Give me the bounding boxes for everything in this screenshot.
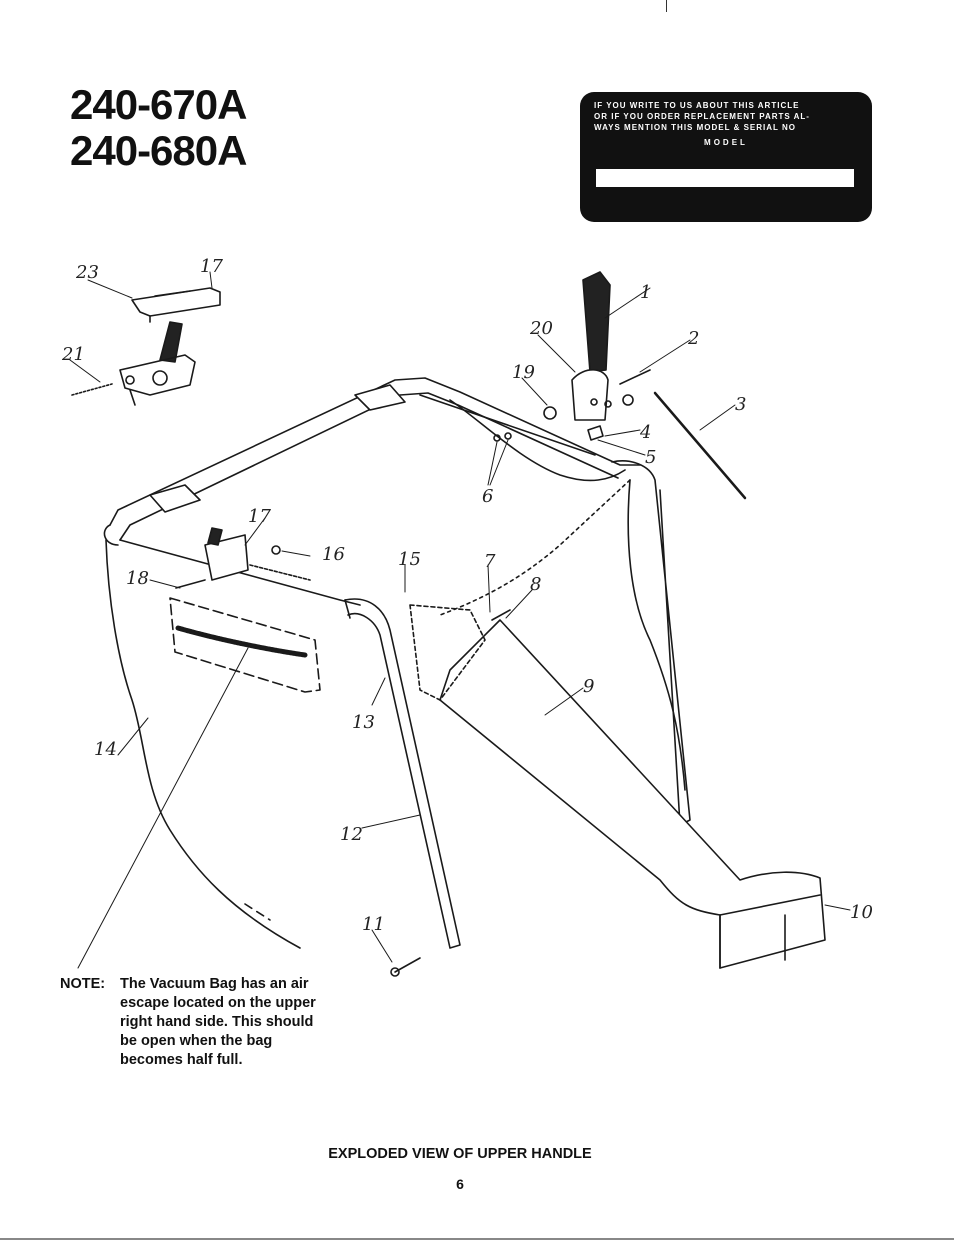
callout-10: 10 [850, 902, 873, 923]
callout-17: 17 [248, 506, 271, 527]
callout-19: 19 [512, 362, 535, 383]
callout-7: 7 [484, 551, 496, 572]
fastener-parts [175, 527, 511, 977]
model-numbers: 240-670A 240-680A [70, 81, 247, 174]
info-line-2: OR IF YOU ORDER REPLACEMENT PARTS AL- [594, 112, 810, 121]
page-bottom-rule [0, 1238, 954, 1240]
callout-leaders [69, 271, 851, 969]
figure-caption: EXPLODED VIEW OF UPPER HANDLE [328, 1146, 592, 1162]
callout-17-inset: 17 [200, 256, 223, 277]
lower-handle [344, 598, 461, 949]
callout-21: 21 [61, 344, 85, 365]
callout-labels: 1 2 3 4 5 6 7 8 9 10 11 12 13 14 15 16 1… [61, 256, 873, 935]
info-line-3: WAYS MENTION THIS MODEL & SERIAL NO [594, 123, 796, 132]
vacuum-bag [105, 399, 686, 949]
callout-13: 13 [352, 712, 375, 733]
note-label: NOTE: [60, 976, 106, 992]
info-line-1: IF YOU WRITE TO US ABOUT THIS ARTICLE [594, 101, 800, 110]
callout-23: 23 [75, 262, 99, 283]
callout-6: 6 [482, 486, 493, 507]
info-box-text: IF YOU WRITE TO US ABOUT THIS ARTICLE OR… [594, 100, 856, 133]
note-text: The Vacuum Bag has an air escape located… [120, 976, 316, 1068]
callout-11: 11 [362, 914, 385, 935]
callout-9: 9 [583, 676, 594, 697]
callout-20: 20 [529, 318, 553, 339]
model-number-1: 240-670A [70, 81, 247, 128]
discharge-chute [409, 604, 826, 969]
callout-14: 14 [94, 739, 117, 760]
model-number-2: 240-680A [70, 127, 247, 174]
page-number: 6 [456, 1176, 464, 1192]
model-serial-info-box: IF YOU WRITE TO US ABOUT THIS ARTICLE OR… [580, 92, 872, 222]
control-lever [493, 271, 747, 500]
page-top-tick [666, 0, 667, 12]
callout-2: 2 [687, 328, 699, 349]
callout-1: 1 [640, 282, 651, 303]
callout-15: 15 [398, 549, 421, 570]
callout-16: 16 [322, 544, 345, 565]
model-entry-field [596, 169, 854, 187]
callout-8: 8 [530, 574, 541, 595]
callout-5: 5 [645, 447, 656, 468]
model-label: MODEL [704, 138, 748, 147]
callout-4: 4 [639, 422, 651, 443]
callout-12: 12 [340, 824, 363, 845]
callout-3: 3 [735, 394, 746, 415]
inset-bracket-detail [71, 287, 221, 406]
upper-handle-frame [103, 377, 691, 826]
callout-18: 18 [126, 568, 149, 589]
